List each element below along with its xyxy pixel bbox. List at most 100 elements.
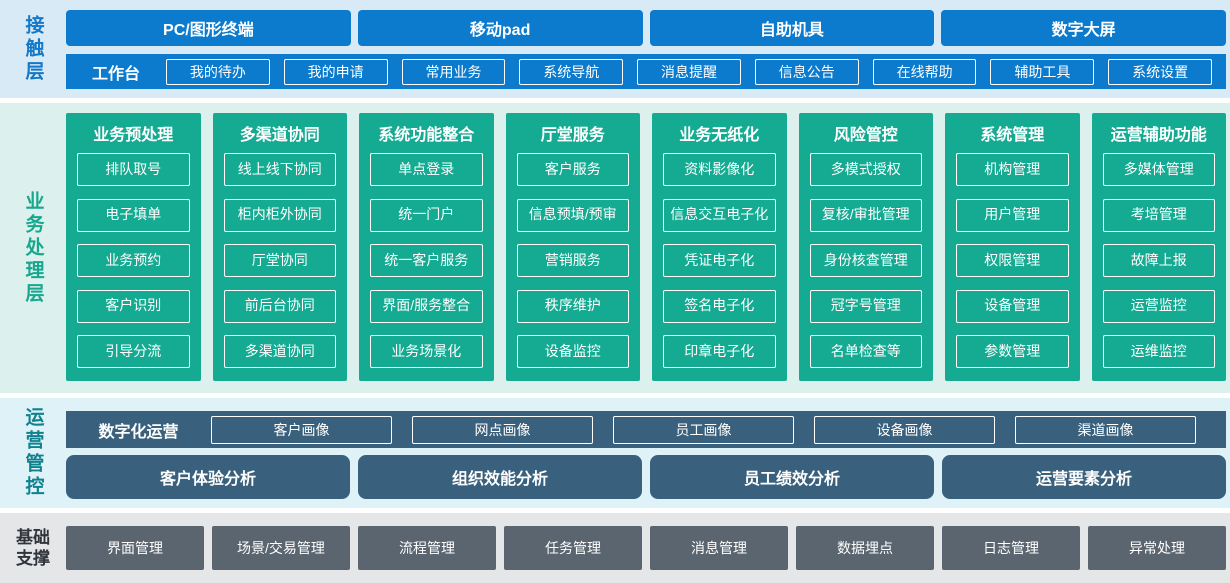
business-column-title: 厅堂服务 [540,127,605,144]
business-module: 凭证电子化 [663,244,776,277]
contact-layer-label: 接触层 [22,14,44,84]
workbench-items: 我的待办我的申请常用业务系统导航消息提醒信息公告在线帮助辅助工具系统设置 [166,58,1213,85]
business-column-items: 机构管理用户管理权限管理设备管理参数管理 [945,153,1080,381]
foundation-label: 基础支撑 [16,527,50,568]
business-column-items: 线上线下协同柜内柜外协同厅堂协同前后台协同多渠道协同 [213,153,348,381]
business-module: 业务预约 [77,244,190,277]
business-column-title: 业务预处理 [93,127,174,144]
business-module: 冠字号管理 [809,289,922,323]
business-module: 签名电子化 [663,289,776,323]
business-module: 多模式授权 [809,153,922,186]
operations-label-area: 运营管控 [0,398,66,508]
business-module: 前后台协同 [223,289,336,323]
business-column-title: 系统管理 [980,127,1045,144]
business-module: 线上线下协同 [223,153,336,186]
business-column: 业务无纸化 资料影像化信息交互电子化凭证电子化签名电子化印章电子化 [652,113,787,381]
business-module: 复核/审批管理 [809,198,922,232]
business-module: 统一门户 [370,198,483,232]
profile-item: 客户画像 [211,415,392,444]
workbench-bar: 工作台 我的待办我的申请常用业务系统导航消息提醒信息公告在线帮助辅助工具系统设置 [66,54,1226,89]
analysis-button: 客户体验分析 [66,455,350,499]
business-module: 印章电子化 [663,335,776,368]
business-column-title: 系统功能整合 [378,127,475,144]
business-module: 电子填单 [77,198,190,232]
digital-operations-items: 客户画像网点画像员工画像设备画像渠道画像 [211,415,1196,444]
analysis-button: 组织效能分析 [358,455,642,499]
business-module: 信息交互电子化 [663,198,776,232]
foundation-label-area: 基础支撑 [0,513,66,583]
business-layer-label: 业务处理层 [22,190,44,306]
business-module: 秩序维护 [516,289,629,323]
business-layer-label-area: 业务处理层 [0,103,66,393]
workbench-item: 在线帮助 [872,58,977,85]
business-column-title: 多渠道协同 [239,127,320,144]
business-module: 资料影像化 [663,153,776,186]
business-column-items: 多模式授权复核/审批管理身份核查管理冠字号管理名单检查等 [799,153,934,381]
business-module: 柜内柜外协同 [223,198,336,232]
profile-item: 设备画像 [814,415,995,444]
business-column: 系统管理 机构管理用户管理权限管理设备管理参数管理 [945,113,1080,381]
business-module: 统一客户服务 [370,244,483,277]
foundation-band: 基础支撑 界面管理场景/交易管理流程管理任务管理消息管理数据埋点日志管理异常处理 [0,513,1230,583]
foundation-module: 数据埋点 [796,526,934,570]
digital-operations-bar: 数字化运营 客户画像网点画像员工画像设备画像渠道画像 [66,411,1226,448]
business-column-items: 资料影像化信息交互电子化凭证电子化签名电子化印章电子化 [652,153,787,381]
business-column: 多渠道协同 线上线下协同柜内柜外协同厅堂协同前后台协同多渠道协同 [212,113,348,381]
business-module: 权限管理 [956,244,1069,277]
business-column-title: 风险管控 [833,127,898,144]
workbench-item: 常用业务 [401,58,506,85]
business-column: 系统功能整合 单点登录统一门户统一客户服务界面/服务整合业务场景化 [359,113,494,381]
foundation-module: 界面管理 [66,526,204,570]
business-column-title: 业务无纸化 [679,127,760,144]
business-module: 引导分流 [77,335,190,368]
operations-content: 数字化运营 客户画像网点画像员工画像设备画像渠道画像 客户体验分析组织效能分析员… [66,398,1230,508]
business-column: 风险管控 多模式授权复核/审批管理身份核查管理冠字号管理名单检查等 [798,113,934,381]
workbench-item: 消息提醒 [637,58,741,85]
foundation-module: 异常处理 [1088,526,1226,570]
workbench-label: 工作台 [91,65,140,83]
profile-item: 网点画像 [412,415,593,444]
business-column: 运营辅助功能 多媒体管理考培管理故障上报运营监控运维监控 [1091,113,1227,381]
business-module: 运维监控 [1102,335,1215,368]
analysis-row: 客户体验分析组织效能分析员工绩效分析运营要素分析 [66,455,1226,499]
operations-label: 运营管控 [22,407,44,499]
business-columns: 业务预处理 排队取号电子填单业务预约客户识别引导分流 多渠道协同 线上线下协同柜… [66,103,1230,393]
foundation-module: 消息管理 [650,526,788,570]
workbench-item: 我的待办 [166,58,270,85]
foundation-module: 流程管理 [358,526,496,570]
business-module: 客户服务 [516,153,629,186]
business-module: 客户识别 [77,289,190,323]
business-column-items: 排队取号电子填单业务预约客户识别引导分流 [66,153,201,381]
profile-item: 渠道画像 [1015,415,1196,444]
business-module: 信息预填/预审 [516,198,629,232]
foundation-module: 场景/交易管理 [212,526,350,570]
business-module: 设备监控 [516,335,629,368]
contact-layer-label-area: 接触层 [0,0,66,98]
profile-item: 员工画像 [613,415,794,444]
business-module: 厅堂协同 [223,244,336,277]
terminal-button: 自助机具 [649,10,935,46]
business-column-title: 运营辅助功能 [1110,127,1207,144]
business-column-items: 单点登录统一门户统一客户服务界面/服务整合业务场景化 [359,153,494,381]
business-module: 考培管理 [1102,198,1215,232]
business-module: 设备管理 [956,289,1069,323]
workbench-item: 信息公告 [754,58,859,85]
foundation-items: 界面管理场景/交易管理流程管理任务管理消息管理数据埋点日志管理异常处理 [66,526,1230,570]
business-layer-band: 业务处理层 业务预处理 排队取号电子填单业务预约客户识别引导分流 多渠道协同 线… [0,103,1230,393]
business-module: 身份核查管理 [809,244,922,277]
analysis-button: 运营要素分析 [942,455,1226,499]
business-module: 业务场景化 [370,335,483,368]
foundation-module: 任务管理 [504,526,642,570]
business-module: 机构管理 [956,153,1069,186]
digital-operations-label: 数字化运营 [98,423,179,441]
business-module: 故障上报 [1102,244,1215,277]
business-column-items: 多媒体管理考培管理故障上报运营监控运维监控 [1092,153,1227,381]
business-column: 厅堂服务 客户服务信息预填/预审营销服务秩序维护设备监控 [505,113,640,381]
business-module: 参数管理 [956,335,1069,368]
business-module: 界面/服务整合 [370,289,483,323]
business-module: 多媒体管理 [1102,153,1215,186]
